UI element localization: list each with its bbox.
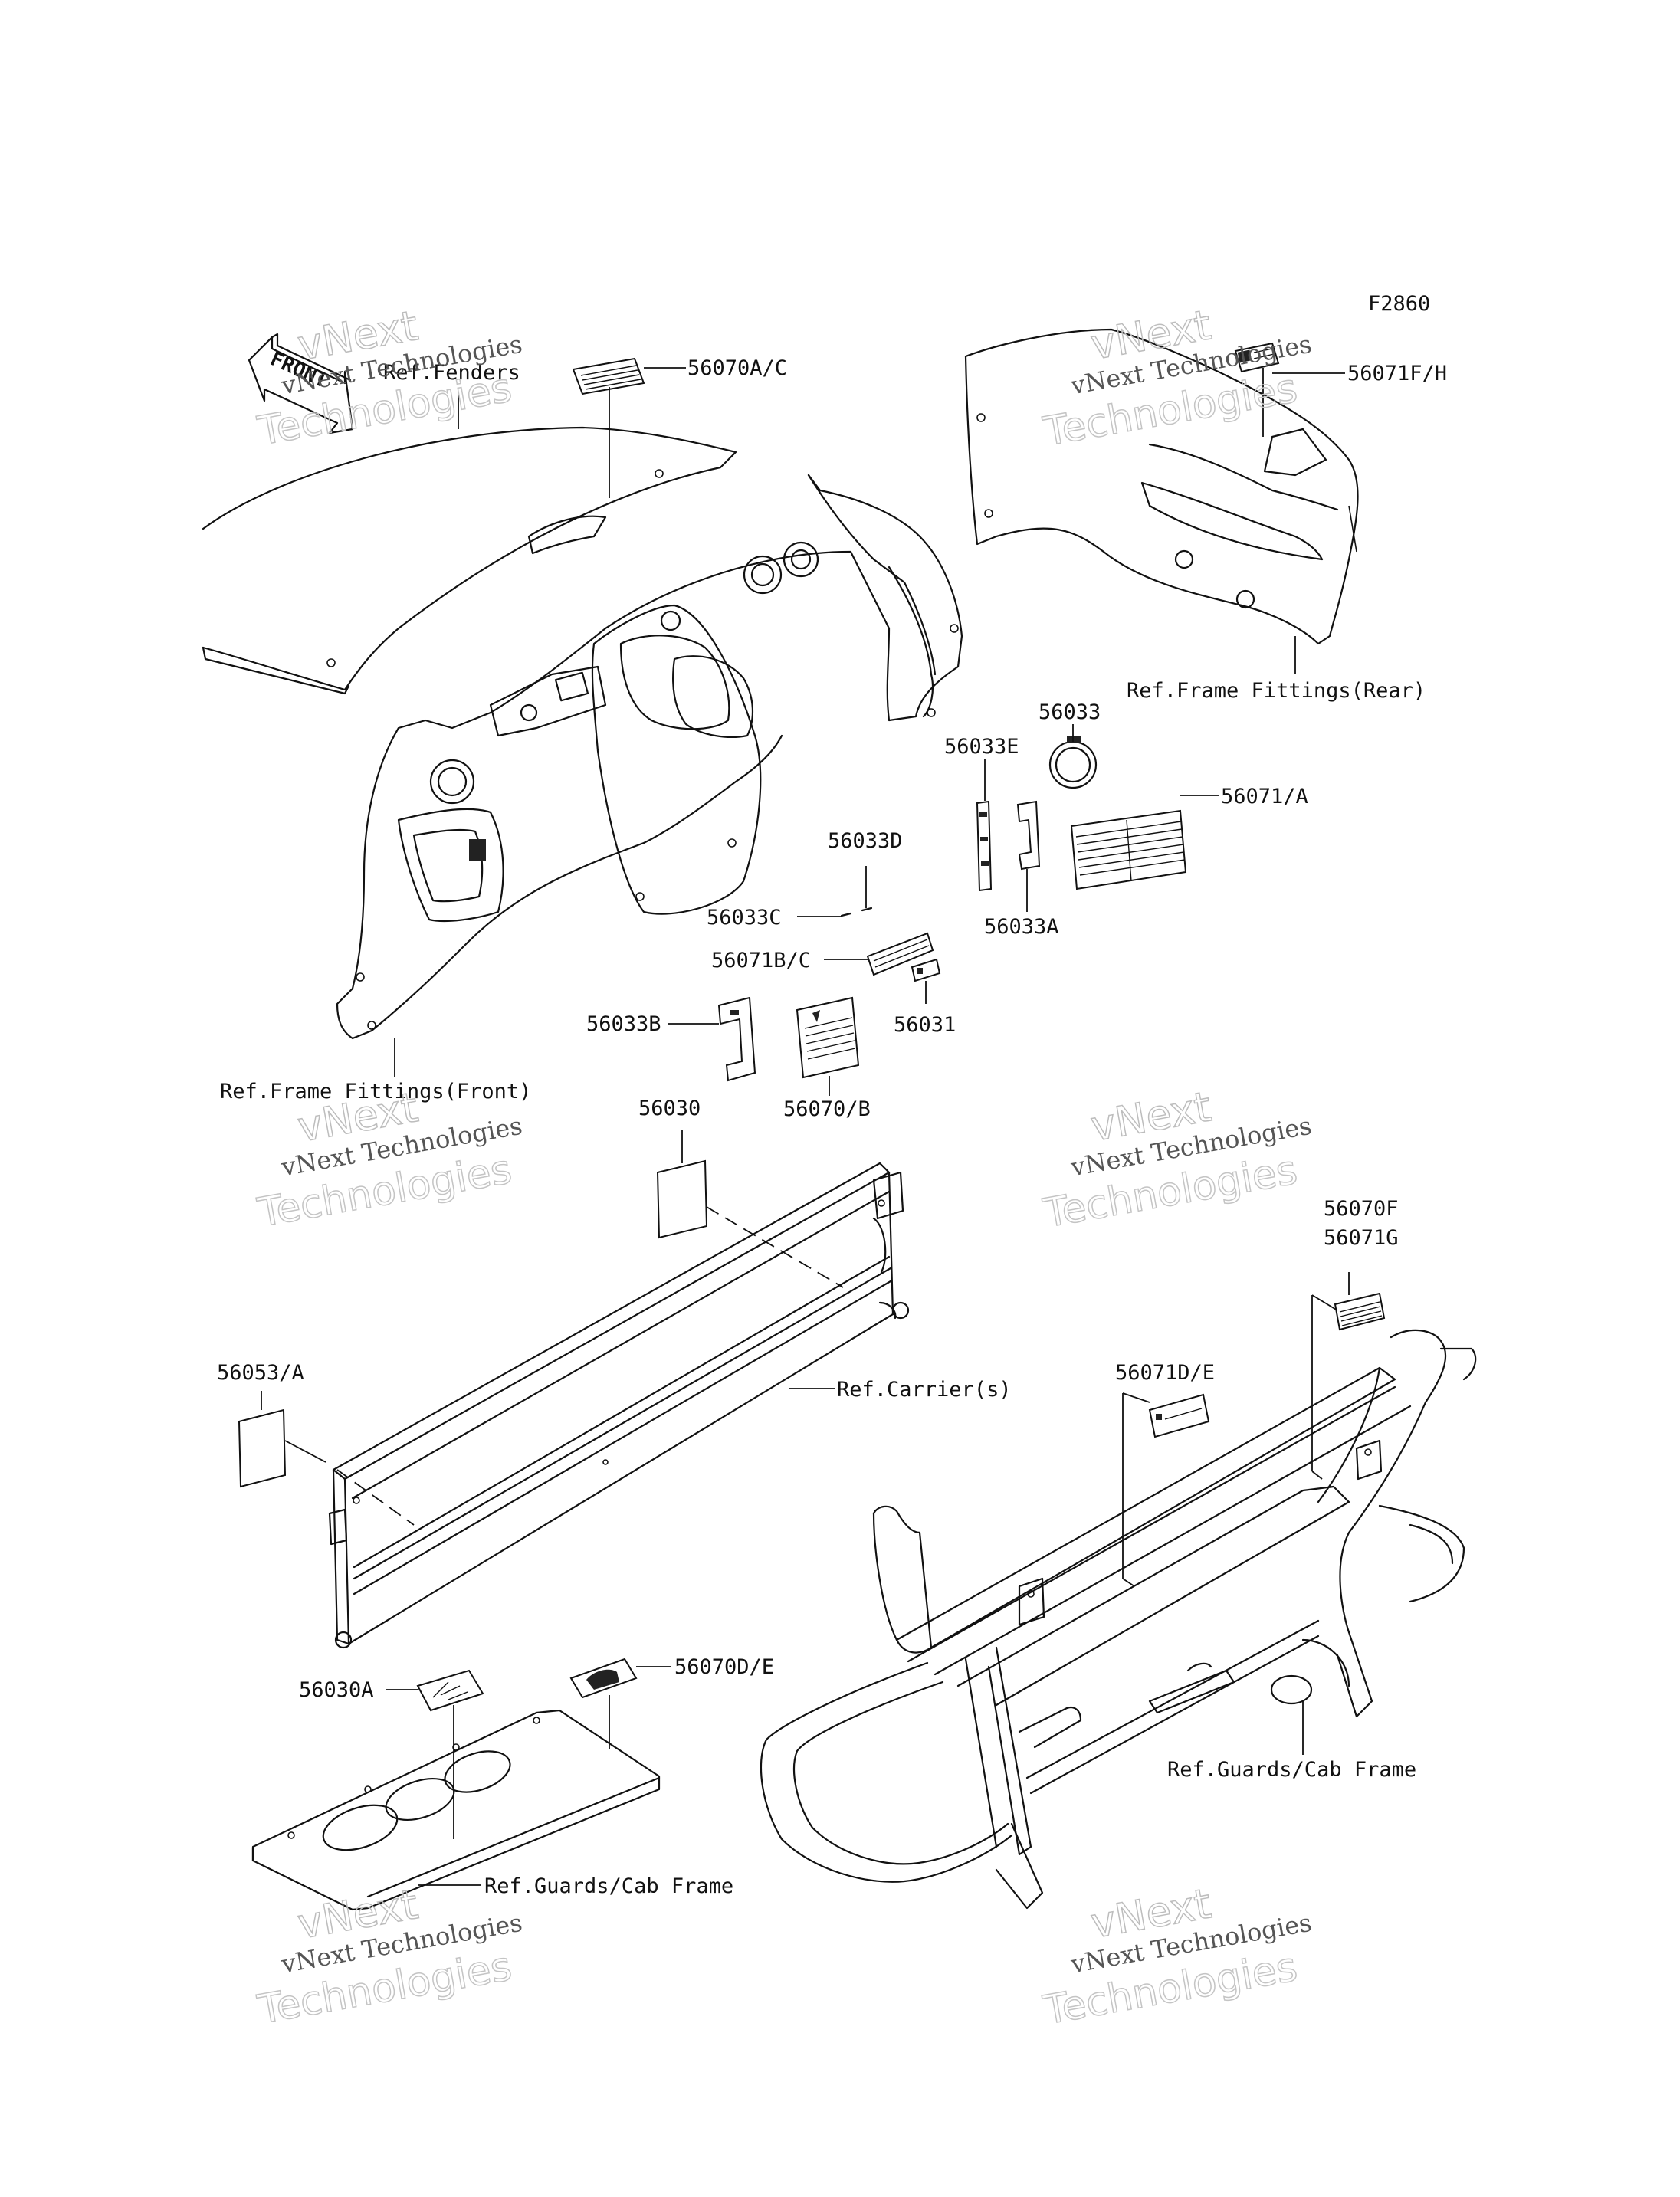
decal-56071BC xyxy=(866,932,934,976)
decal-56070F-56071G xyxy=(1334,1292,1386,1331)
label-56053A: 56053/A xyxy=(217,1361,304,1385)
label-56070F: 56070F xyxy=(1324,1197,1399,1221)
label-56071G: 56071G xyxy=(1324,1226,1399,1250)
label-56033C: 56033C xyxy=(707,906,782,930)
part-56033-ring xyxy=(1048,736,1098,789)
label-56033A: 56033A xyxy=(984,915,1059,939)
watermarks: vNext Technologies vNext Technologies vN… xyxy=(254,300,1314,2035)
leader-lines xyxy=(261,367,1350,1886)
label-ref-frame-front: Ref.Frame Fittings(Front) xyxy=(220,1080,531,1103)
watermark-mid-right: vNext Technologies vNext Technologies xyxy=(1039,1082,1314,1238)
label-56030A: 56030A xyxy=(299,1678,374,1702)
decal-56031 xyxy=(911,958,941,982)
label-56070AC: 56070A/C xyxy=(687,356,787,380)
rear-deck-panel xyxy=(202,426,737,695)
label-56033E: 56033E xyxy=(944,735,1019,759)
decal-56053A xyxy=(238,1408,287,1488)
decal-56071A xyxy=(1070,809,1187,890)
decal-56071FH xyxy=(1234,342,1280,373)
label-ref-carriers: Ref.Carrier(s) xyxy=(837,1378,1012,1402)
label-56071DE: 56071D/E xyxy=(1115,1361,1215,1385)
label-ref-guards-cab-left: Ref.Guards/Cab Frame xyxy=(484,1874,733,1898)
label-56033D: 56033D xyxy=(828,829,903,853)
decal-56030A xyxy=(416,1669,484,1712)
label-56070B: 56070/B xyxy=(783,1097,871,1121)
part-56033C-56033D xyxy=(840,907,873,917)
part-56033B-decal xyxy=(717,996,756,1082)
decal-56070AC xyxy=(572,357,645,395)
part-56033A-decal xyxy=(1016,800,1041,871)
decal-56070B xyxy=(796,996,860,1079)
label-56033B: 56033B xyxy=(586,1012,661,1036)
label-ref-frame-rear: Ref.Frame Fittings(Rear) xyxy=(1127,679,1426,703)
label-56030: 56030 xyxy=(638,1097,701,1120)
decal-56030 xyxy=(656,1159,708,1239)
tailgate-panel xyxy=(328,1162,910,1649)
label-56071BC: 56071B/C xyxy=(711,949,811,972)
watermark-bottom-right: vNext Technologies vNext Technologies xyxy=(1039,1879,1314,2035)
cab-guard-frame xyxy=(760,1329,1477,1910)
label-ref-fenders: Ref.Fenders xyxy=(383,361,520,385)
dashboard-panel xyxy=(336,474,963,1040)
label-ref-guards-cab-right: Ref.Guards/Cab Frame xyxy=(1167,1758,1416,1782)
decal-56070DE xyxy=(569,1658,638,1699)
figure-code: F2860 xyxy=(1368,292,1430,316)
rear-fender-panel xyxy=(964,328,1359,645)
part-labels: 56070A/C 56071F/H Ref.Fenders Ref.Frame … xyxy=(217,356,1447,1898)
decal-56071DE xyxy=(1148,1393,1210,1438)
label-56071A: 56071/A xyxy=(1221,785,1308,808)
label-56033: 56033 xyxy=(1039,700,1101,724)
label-56071FH: 56071F/H xyxy=(1347,362,1447,385)
watermark-top-right: vNext Technologies vNext Technologies xyxy=(1039,300,1314,456)
label-56031: 56031 xyxy=(894,1013,956,1037)
label-56070DE: 56070D/E xyxy=(674,1655,774,1679)
part-56033E-strip xyxy=(976,800,993,892)
